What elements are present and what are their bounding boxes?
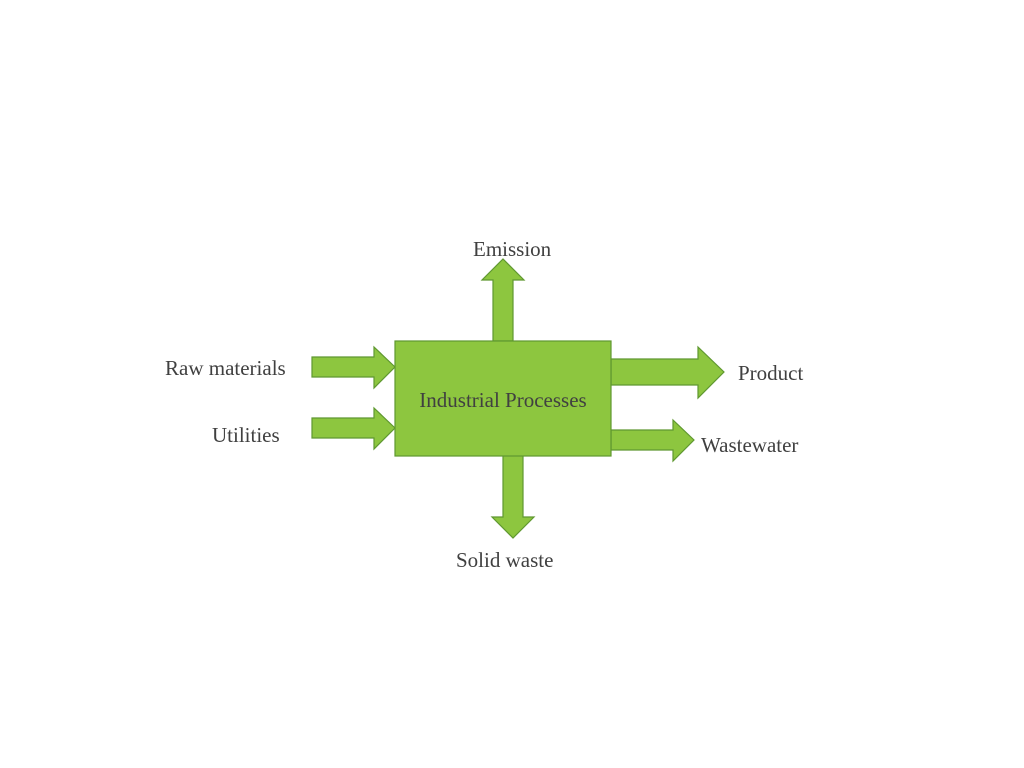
product-arrow <box>610 345 725 400</box>
raw-materials-arrow <box>311 345 396 390</box>
utilities-label: Utilities <box>212 423 280 447</box>
wastewater-label: Wastewater <box>701 433 799 457</box>
utilities-arrow <box>311 406 396 451</box>
solid-waste-label: Solid waste <box>456 548 554 572</box>
industrial-processes-label: Industrial Processes <box>419 388 587 412</box>
industrial-processes-box <box>394 340 612 457</box>
raw-materials-label: Raw materials <box>165 356 286 380</box>
product-label: Product <box>738 361 804 385</box>
wastewater-arrow <box>610 418 695 463</box>
emission-arrow <box>480 258 526 342</box>
emission-label: Emission <box>473 237 552 261</box>
solid-waste-arrow <box>490 454 536 539</box>
